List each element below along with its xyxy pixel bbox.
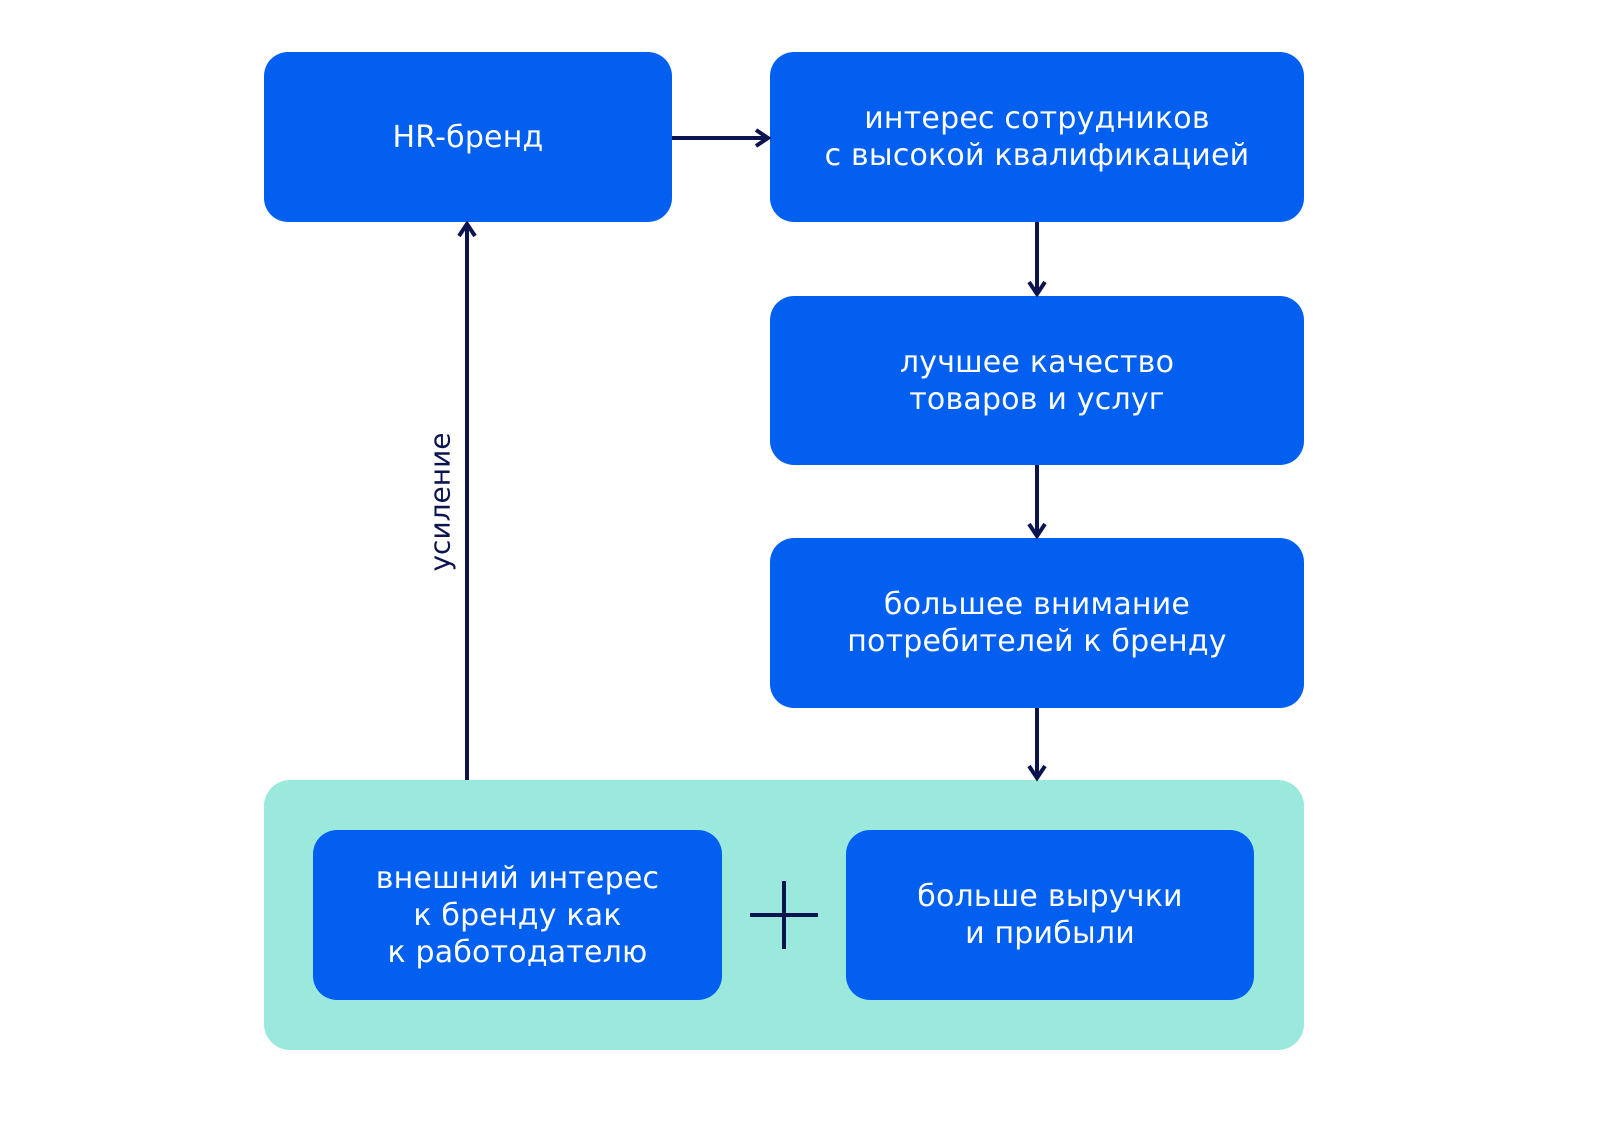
node-hr-brand: HR-бренд — [264, 52, 672, 222]
arrow-quality-to-attention — [1027, 465, 1047, 540]
node-qualified-employees-interest: интерес сотрудников с высокой квалификац… — [770, 52, 1304, 222]
node-better-quality-label: лучшее качество товаров и услуг — [899, 344, 1175, 417]
arrow-attention-to-results — [1027, 708, 1047, 782]
feedback-label: усиление — [423, 432, 457, 572]
node-better-quality: лучшее качество товаров и услуг — [770, 296, 1304, 465]
node-employer-interest-label: внешний интерес к бренду как к работодат… — [375, 860, 660, 970]
node-hr-brand-label: HR-бренд — [392, 119, 544, 155]
arrow-feedback-to-hr — [457, 220, 477, 780]
node-revenue-profit: больше выручки и прибыли — [846, 830, 1254, 1000]
node-revenue-profit-label: больше выручки и прибыли — [917, 879, 1183, 951]
node-consumer-attention-label: большее внимание потребителей к бренду — [847, 587, 1227, 659]
node-qualified-employees-interest-label: интерес сотрудников с высокой квалификац… — [824, 101, 1250, 173]
node-employer-interest: внешний интерес к бренду как к работодат… — [313, 830, 722, 1000]
arrow-employees-to-quality — [1027, 222, 1047, 298]
node-consumer-attention: большее внимание потребителей к бренду — [770, 538, 1304, 708]
arrow-hr-to-employees — [672, 128, 772, 148]
